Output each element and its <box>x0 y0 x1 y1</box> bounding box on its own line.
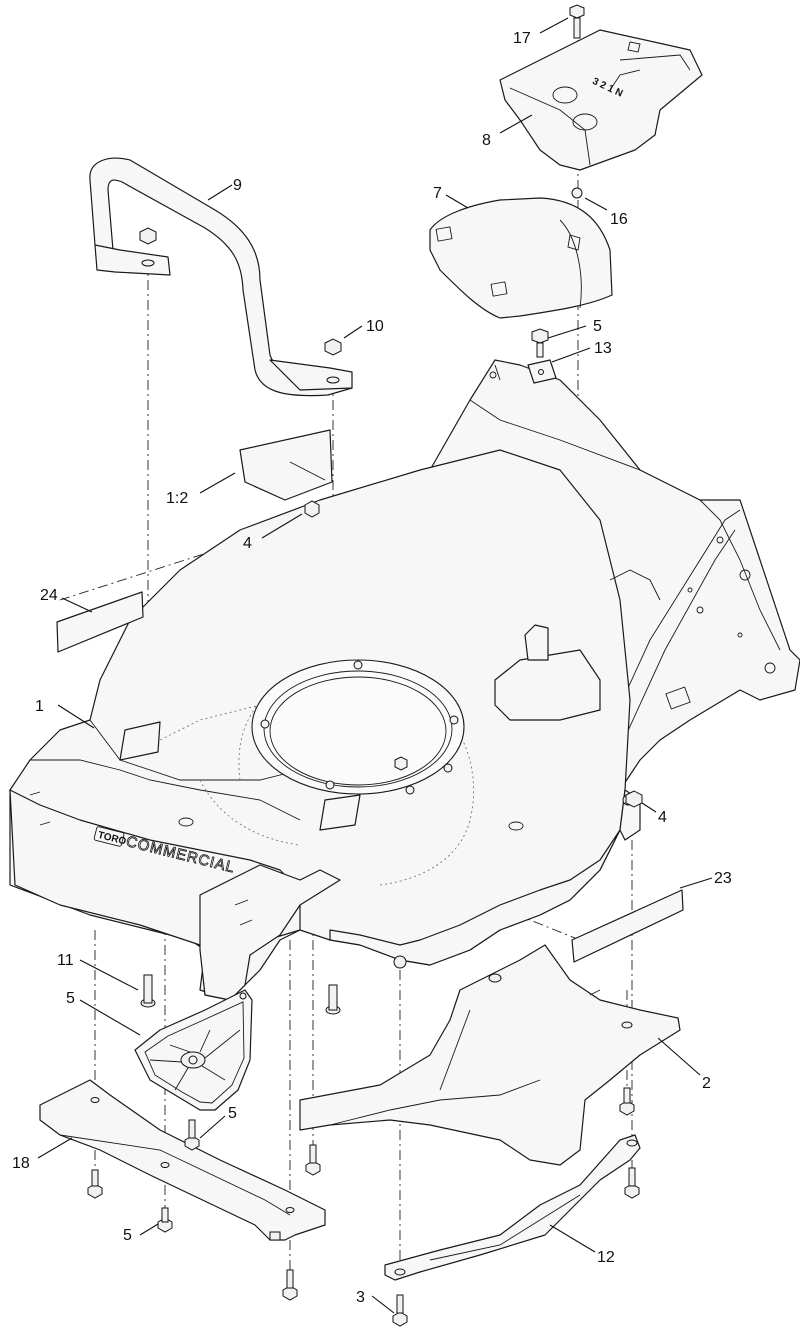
decal-1-2 <box>239 429 333 501</box>
callout-17: 17 <box>513 30 531 47</box>
callout-11: 11 <box>57 952 74 969</box>
blade-ring <box>251 659 465 795</box>
bolt-11 <box>140 974 156 1008</box>
callout-16: 16 <box>610 211 628 228</box>
bolt-5-left <box>184 1119 200 1151</box>
bolt-5-bottom <box>157 1207 173 1233</box>
callout-9: 9 <box>233 177 242 194</box>
mulch-plug <box>134 989 253 1111</box>
bolt-2b <box>619 1087 635 1116</box>
front-skid <box>39 1079 326 1241</box>
callout-4-right: 4 <box>658 809 667 826</box>
bail-handle <box>89 157 353 397</box>
rear-skid <box>384 1134 641 1281</box>
callout-1-2: 1:2 <box>166 490 188 507</box>
callout-5-top: 5 <box>593 318 602 335</box>
callout-3: 3 <box>356 1289 365 1306</box>
mower-deck: TORO COMMERCIAL <box>9 359 800 1001</box>
shift-plate: 3 2 1 N <box>499 29 703 171</box>
callout-5-left: 5 <box>66 990 75 1007</box>
baffle <box>299 944 681 1166</box>
callout-10: 10 <box>366 318 384 335</box>
callout-labels: 17 8 9 7 16 10 5 13 1:2 4 24 1 4 23 11 5… <box>12 30 732 1306</box>
bolt-5-top <box>531 328 549 358</box>
bolt-18a <box>87 1169 103 1199</box>
decal-23 <box>571 889 684 963</box>
callout-23: 23 <box>714 870 732 887</box>
callout-13: 13 <box>594 340 612 357</box>
callout-2: 2 <box>702 1075 711 1092</box>
washer-16 <box>571 187 583 199</box>
hardware-nuts <box>139 227 643 808</box>
callout-12: 12 <box>597 1249 615 1266</box>
callout-4-top: 4 <box>243 535 252 552</box>
bolt-2a <box>305 1144 321 1176</box>
bolt-11b <box>325 984 341 1015</box>
callout-18: 18 <box>12 1155 30 1172</box>
callout-5-mid: 5 <box>228 1105 237 1122</box>
leader-lines <box>37 17 713 1314</box>
callout-8: 8 <box>482 132 491 149</box>
callout-24: 24 <box>40 587 58 604</box>
decal-24 <box>56 591 144 653</box>
callout-5-bottom: 5 <box>123 1227 132 1244</box>
bolt-3 <box>392 1294 408 1327</box>
bolt-18b <box>282 1269 298 1301</box>
callout-7: 7 <box>433 185 442 202</box>
bolts <box>87 974 640 1327</box>
shift-cover <box>429 197 613 319</box>
bolt-12 <box>624 1167 640 1199</box>
bolt-17 <box>569 4 585 39</box>
callout-1: 1 <box>35 698 44 715</box>
